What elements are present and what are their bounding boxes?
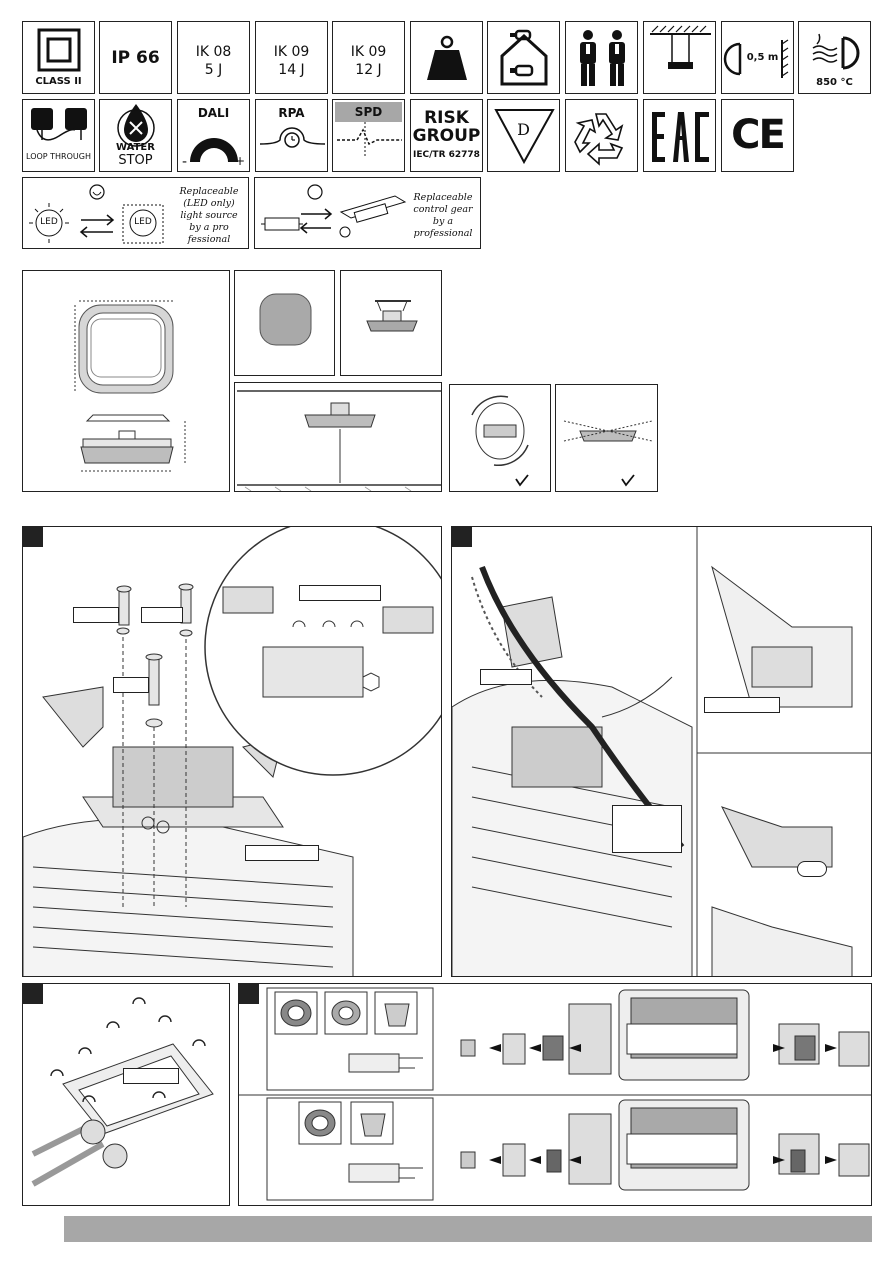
step2-marker: [452, 527, 472, 547]
top-view-panel: [234, 270, 335, 376]
screw-label-tag-2: [141, 607, 183, 623]
ik08-icon: IK 08 5 J: [177, 21, 250, 94]
step4-marker: [239, 984, 259, 1004]
distance-label: 0,5 m: [746, 52, 779, 63]
risk-label: RISK: [424, 108, 469, 128]
weight-icon: [410, 21, 483, 94]
rpa-icon: RPA: [255, 99, 328, 172]
ceiling-mount-icon: [643, 21, 716, 94]
water-stop-icon: WATER STOP: [99, 99, 172, 172]
footer-bar: [64, 1216, 872, 1242]
cable-label-tag: [480, 669, 532, 685]
ip-rating-icon: IP 66: [99, 21, 172, 94]
spd-label: SPD: [354, 105, 383, 119]
detail3-label-tag: [797, 861, 827, 877]
spd-icon: SPD: [332, 99, 405, 172]
step1-panel: [22, 526, 442, 977]
cover-label-tag: [123, 1068, 179, 1084]
risk-group-icon: RISK GROUP IEC/TR 62778: [410, 99, 483, 172]
ik08-label: IK 08: [195, 44, 232, 60]
indoor-use-icon: [487, 21, 560, 94]
water-label: WATER: [116, 142, 155, 153]
rotation-panel: [449, 384, 551, 492]
torque-label-tag: [245, 845, 319, 861]
ik09b-energy: 12 J: [355, 62, 382, 78]
dali-plus: +: [234, 154, 245, 168]
rpa-label: RPA: [278, 106, 305, 120]
led-label-old: LED: [40, 217, 58, 227]
loop-through-icon: LOOP THROUGH: [22, 99, 95, 172]
iec-label: IEC/TR 62778: [413, 150, 480, 160]
two-person-install-icon: [565, 21, 638, 94]
step2-panel: [451, 526, 872, 977]
led-label-new: LED: [134, 217, 152, 227]
detail2-label-tag: [704, 697, 780, 713]
eac-icon: [643, 99, 716, 172]
glow-wire-icon: 850 °C: [798, 21, 871, 94]
d-label: D: [517, 120, 530, 139]
replaceable-led-box: LED LED Replaceable(LED only) light sour…: [22, 177, 249, 249]
ik09b-label: IK 09: [350, 44, 387, 60]
dali-minus: -: [182, 154, 188, 170]
stop-label: STOP: [118, 153, 153, 168]
note-box: [612, 805, 682, 853]
ik09-12j-icon: IK 09 12 J: [332, 21, 405, 94]
screw-label-tag-1: [73, 607, 119, 623]
temperature-label: 850 °C: [816, 77, 853, 88]
ik08-energy: 5 J: [204, 62, 223, 78]
class2-icon: CLASS II: [22, 21, 95, 94]
detail-label-tag: [299, 585, 381, 601]
tilt-panel: [555, 384, 658, 492]
class2-label: CLASS II: [35, 76, 82, 87]
d-mark-icon: D: [487, 99, 560, 172]
ip-label: IP 66: [111, 48, 160, 68]
ik09a-energy: 14 J: [278, 62, 305, 78]
mounting-height-panel: [234, 382, 442, 492]
recycle-icon: [565, 99, 638, 172]
ce-icon: CE: [721, 99, 794, 172]
dimensions-panel: [22, 270, 230, 492]
side-view-panel: [340, 270, 442, 376]
group-label: GROUP: [412, 126, 481, 146]
dali-label: DALI: [197, 106, 230, 120]
step4-panel: [238, 983, 872, 1206]
loop-label: LOOP THROUGH: [26, 152, 91, 161]
dali-icon: DALI - +: [177, 99, 250, 172]
ik09-14j-icon: IK 09 14 J: [255, 21, 328, 94]
min-distance-icon: 0,5 m: [721, 21, 794, 94]
step3-marker: [23, 984, 43, 1004]
step3-panel: [22, 983, 230, 1206]
ik09a-label: IK 09: [273, 44, 310, 60]
step1-marker: [23, 527, 43, 547]
screw-label-tag-3: [113, 677, 149, 693]
ce-label: CE: [731, 112, 786, 158]
